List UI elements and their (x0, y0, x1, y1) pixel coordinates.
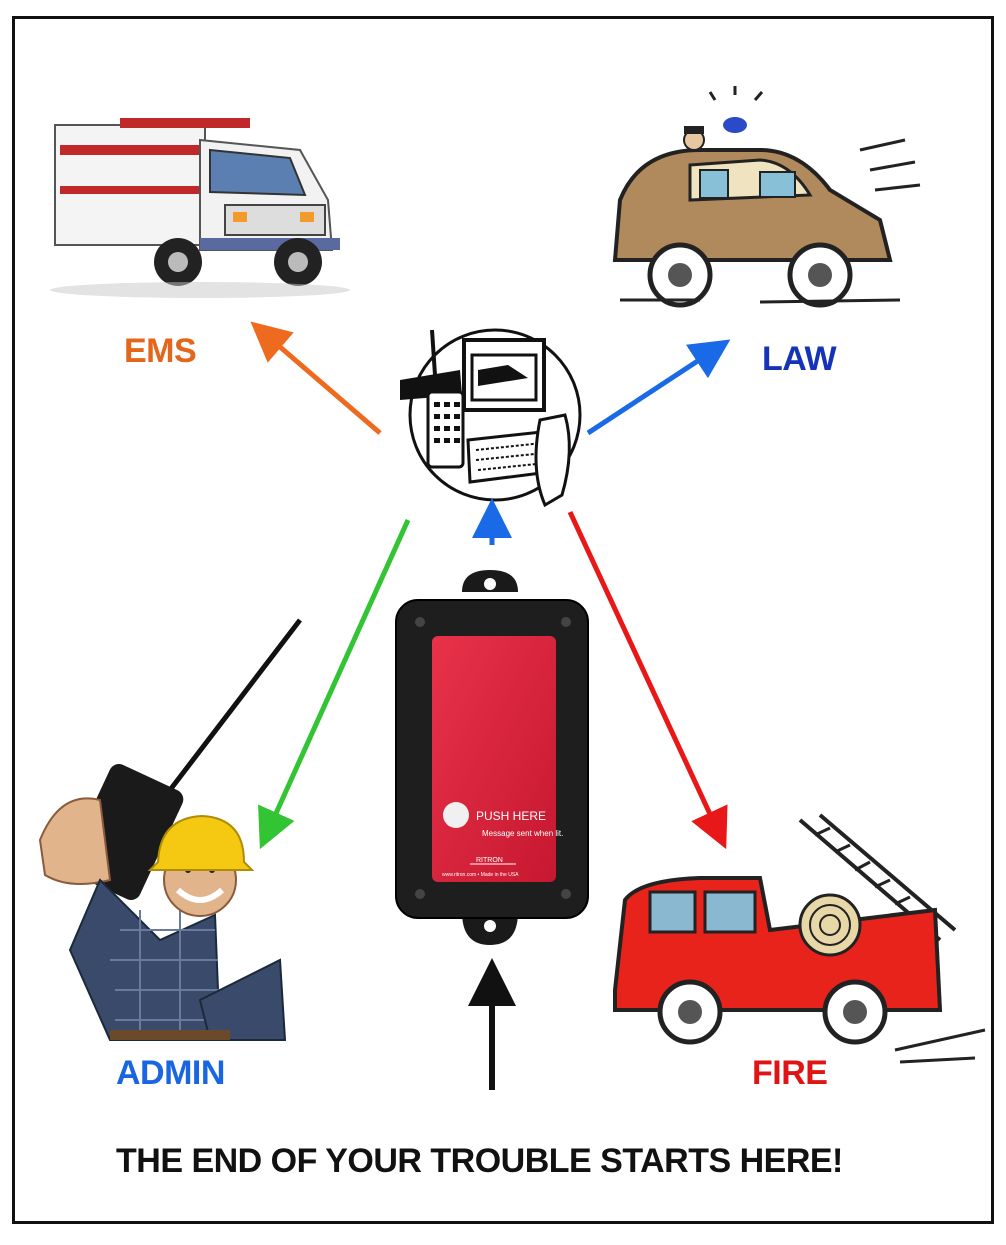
fine-print: www.ritron.com • Made in the USA (442, 872, 519, 878)
arrow-to-admin (258, 518, 411, 850)
fire-label: FIRE (752, 1054, 828, 1092)
tagline: THE END OF YOUR TROUBLE STARTS HERE! (116, 1142, 843, 1180)
call-box-device-icon: PUSH HERE Message sent when lit. RITRON … (395, 570, 589, 945)
message-sent-label: Message sent when lit. (482, 829, 563, 838)
dispatch-console-icon (400, 328, 582, 508)
worker-with-radio-icon (38, 618, 302, 1041)
brand-label: RITRON (476, 857, 503, 864)
fire-truck-icon (613, 813, 986, 1064)
arrow-to-ems (250, 321, 382, 435)
arrow-to-law (586, 339, 731, 436)
police-car-icon (612, 86, 921, 308)
push-here-label: PUSH HERE (476, 809, 546, 823)
arrow-to-fire (567, 510, 728, 850)
ambulance-icon (50, 118, 350, 298)
admin-label: ADMIN (116, 1054, 225, 1092)
push-button[interactable] (443, 802, 469, 828)
law-label: LAW (762, 340, 837, 378)
ems-label: EMS (124, 332, 197, 370)
